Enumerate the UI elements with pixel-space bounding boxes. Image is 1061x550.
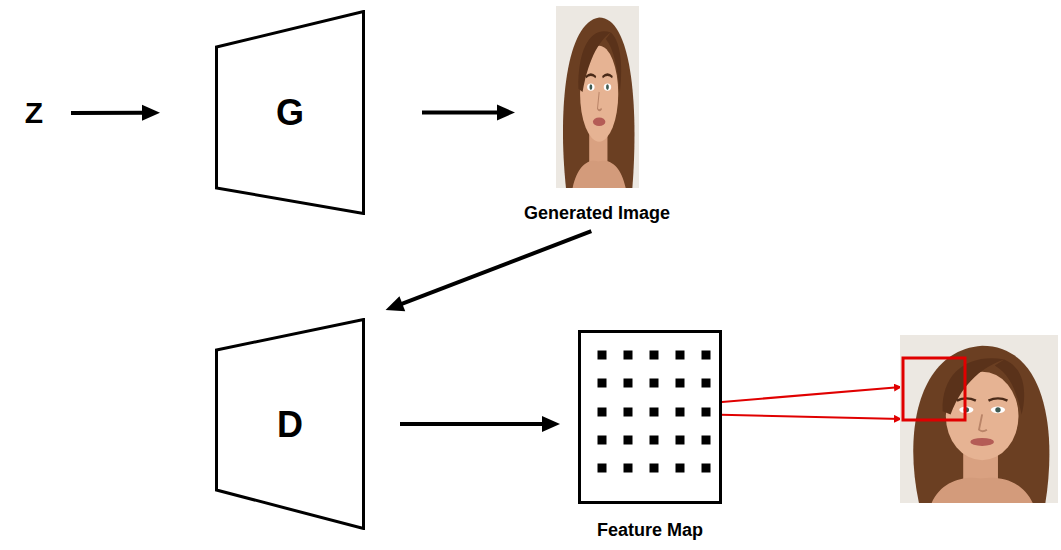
flow-arrow — [71, 105, 160, 121]
node-label: Generated Image — [524, 202, 670, 224]
input-symbol: Z — [10, 93, 58, 133]
flow-arrow — [386, 231, 592, 311]
face-photo — [900, 335, 1058, 503]
node-label: Feature Map — [597, 519, 703, 541]
discriminator-block: D — [215, 318, 365, 530]
feature-map: Feature Map — [570, 330, 730, 541]
feature-grid — [578, 330, 722, 504]
face-image — [556, 6, 639, 188]
flow-arrow — [400, 416, 560, 432]
node-label: D — [277, 403, 303, 446]
patch-box — [903, 358, 965, 420]
node-label: Z — [25, 95, 43, 131]
generated-image: Generated Image — [517, 6, 677, 224]
node-label: G — [276, 91, 304, 134]
generator-block: G — [215, 10, 365, 215]
flow-arrow — [422, 105, 515, 121]
